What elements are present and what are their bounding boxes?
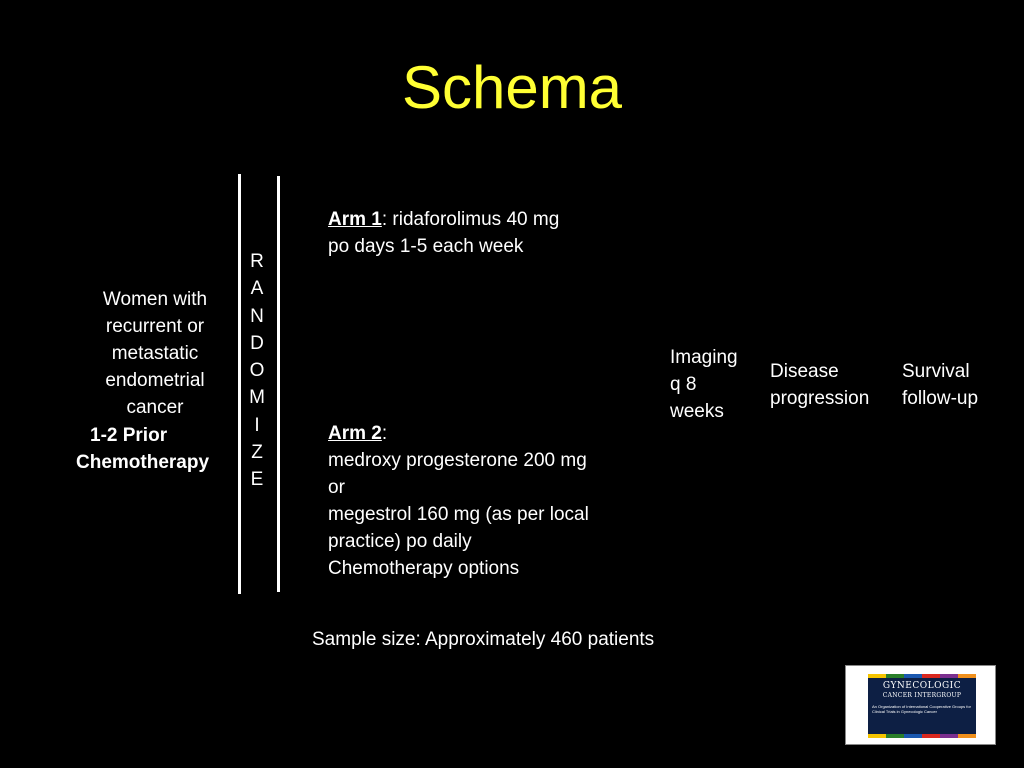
logo-stripe-segment xyxy=(904,674,922,678)
logo-stripe-bottom xyxy=(868,734,976,738)
logo-stripe-segment xyxy=(922,674,940,678)
population-line: metastatic xyxy=(111,343,199,364)
randomize-letter: E xyxy=(250,469,264,491)
logo-stripe-segment xyxy=(922,734,940,738)
logo-stripe-segment xyxy=(868,734,886,738)
randomize-letter: M xyxy=(249,387,265,409)
prior-line: 1-2 Prior xyxy=(90,425,168,446)
arm2-line: practice) po daily xyxy=(328,531,472,552)
arm2-line: Chemotherapy options xyxy=(328,558,520,579)
survival-line: Survival xyxy=(902,361,970,382)
randomize-letter: R xyxy=(250,251,264,272)
arm2-line: or xyxy=(328,477,345,498)
prior-chemotherapy-text: 1-2 Prior Chemotherapy xyxy=(76,422,236,476)
logo-stripe-segment xyxy=(958,734,976,738)
logo-panel: GYNECOLOGIC CANCER INTERGROUP An Organiz… xyxy=(868,674,976,738)
arm1-block: Arm 1: ridaforolimus 40 mg po days 1-5 e… xyxy=(328,206,628,260)
arm2-line: megestrol 160 mg (as per local xyxy=(328,504,589,525)
population-line: recurrent or xyxy=(105,316,205,337)
population-text: Women with recurrent or metastatic endom… xyxy=(80,286,230,421)
logo-name: GYNECOLOGIC xyxy=(882,681,962,691)
logo-stripe-segment xyxy=(886,674,904,678)
arm2-colon: : xyxy=(381,423,388,444)
progression-line: progression xyxy=(770,388,870,409)
randomize-left-line xyxy=(238,174,241,594)
randomize-letter: I xyxy=(254,414,260,436)
imaging-text: Imaging q 8 weeks xyxy=(670,344,760,425)
logo-stripe-segment xyxy=(886,734,904,738)
logo-stripe-segment xyxy=(868,674,886,678)
randomize-letter: O xyxy=(249,360,265,382)
prior-line: Chemotherapy xyxy=(76,452,210,473)
population-line: endometrial xyxy=(105,370,205,391)
survival-text: Survival follow-up xyxy=(902,358,1002,412)
randomize-right-line xyxy=(277,176,280,592)
slide-title: Schema xyxy=(401,54,623,121)
imaging-line: q 8 xyxy=(670,374,697,395)
randomize-letter: N xyxy=(250,305,264,327)
population-line: cancer xyxy=(126,397,184,418)
population-line: Women with xyxy=(102,289,208,310)
logo-stripe-segment xyxy=(940,734,958,738)
logo-stripe-top xyxy=(868,674,976,678)
randomize-label: R A N D O M I Z E xyxy=(246,248,268,494)
arm2-line: medroxy progesterone 200 mg xyxy=(328,450,587,471)
randomize-letter: D xyxy=(250,332,264,354)
gcig-logo: GYNECOLOGIC CANCER INTERGROUP An Organiz… xyxy=(845,665,996,745)
logo-stripe-segment xyxy=(940,674,958,678)
arm1-text: po days 1-5 each week xyxy=(328,236,524,257)
logo-subtitle: CANCER INTERGROUP xyxy=(882,692,962,699)
sample-size-text: Sample size: Approximately 460 patients xyxy=(312,629,655,650)
arm2-block: Arm 2: medroxy progesterone 200 mg or me… xyxy=(328,420,648,582)
randomize-letter: A xyxy=(250,278,264,300)
logo-stripe-segment xyxy=(904,734,922,738)
progression-text: Disease progression xyxy=(770,358,900,412)
randomize-letter: Z xyxy=(251,442,263,464)
logo-stripe-segment xyxy=(958,674,976,678)
arm2-label: Arm 2 xyxy=(328,423,382,444)
arm1-label: Arm 1 xyxy=(328,209,382,230)
survival-line: follow-up xyxy=(902,388,979,409)
imaging-line: weeks xyxy=(670,401,724,422)
arm1-text: : ridaforolimus 40 mg xyxy=(381,209,560,230)
progression-line: Disease xyxy=(770,361,839,382)
imaging-line: Imaging xyxy=(670,347,738,368)
logo-tagline: An Organization of International Coopera… xyxy=(872,704,971,714)
